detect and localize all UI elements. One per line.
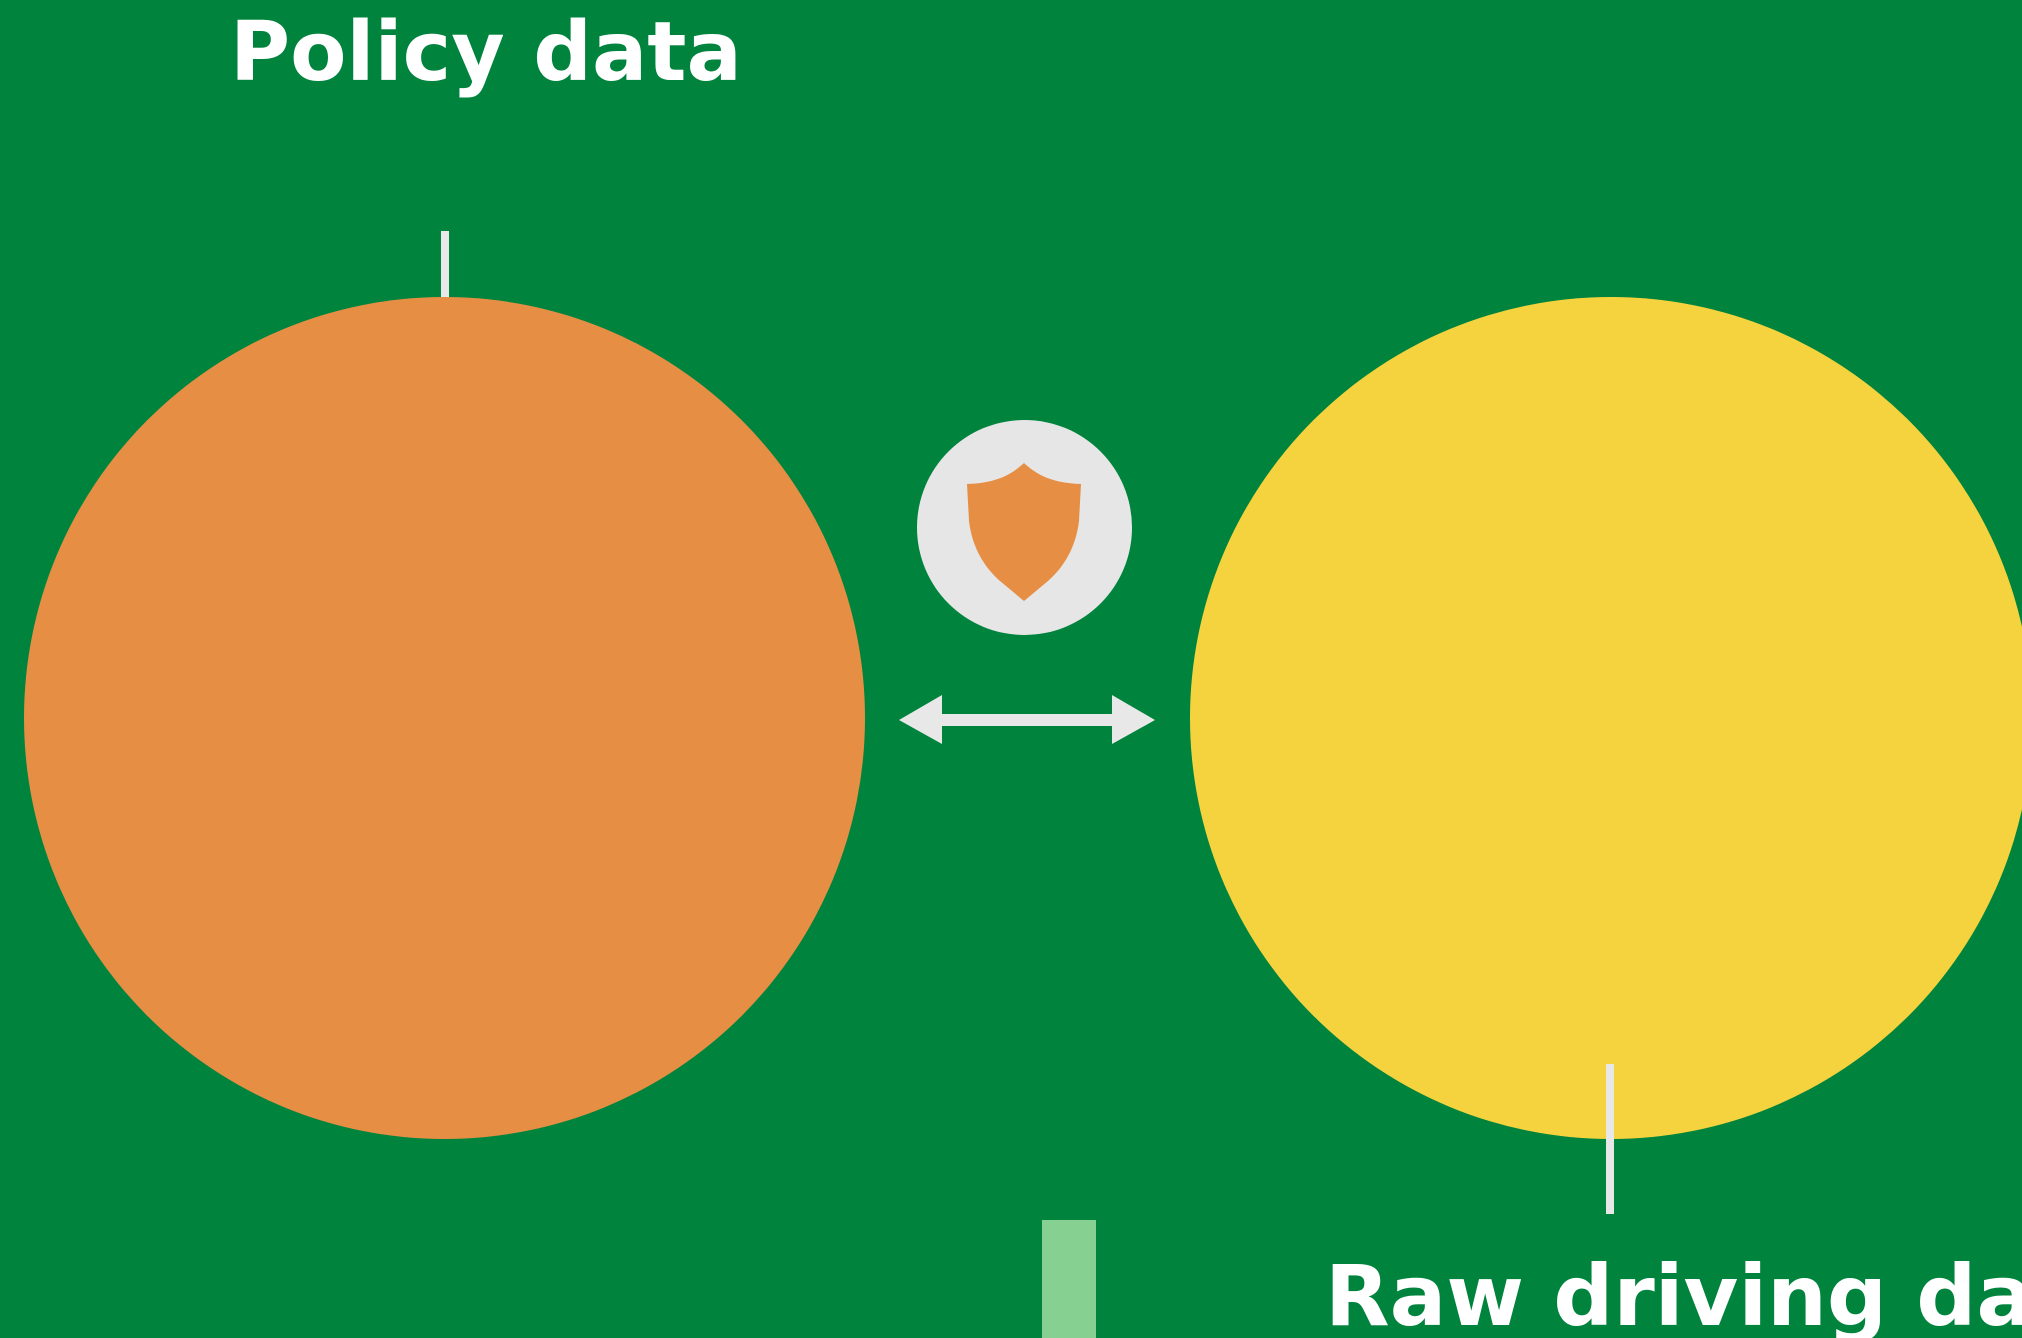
raw-driving-data-leader-line (1606, 1064, 1614, 1214)
shield-badge (917, 420, 1132, 635)
policy-data-circle (24, 297, 865, 1139)
shield-icon (967, 463, 1081, 601)
green-bar (1042, 1220, 1096, 1338)
policy-data-label: Policy data (230, 5, 742, 100)
raw-driving-data-circle (1190, 297, 2022, 1139)
raw-driving-data-label: Raw driving data (1325, 1247, 2022, 1338)
double-arrow-icon (899, 695, 1155, 744)
